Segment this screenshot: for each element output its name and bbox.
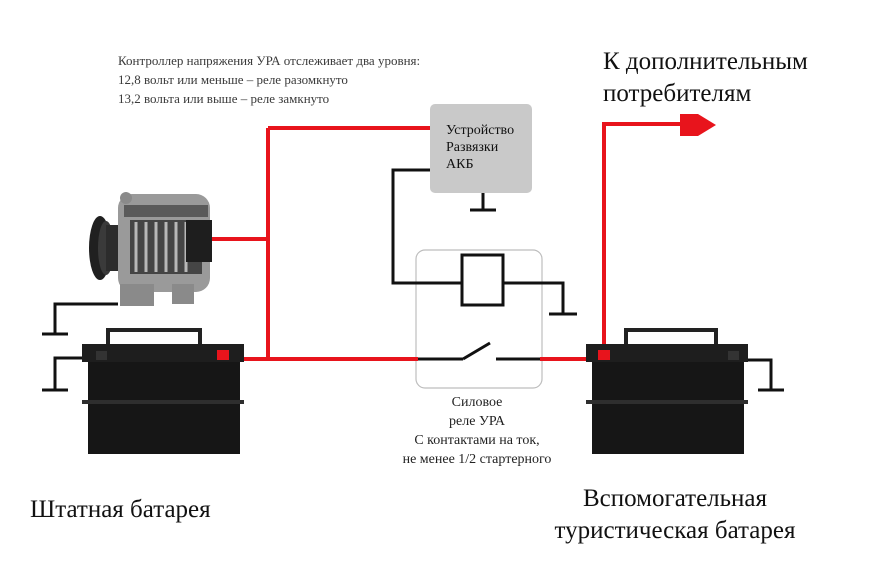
relay-switch-blade: [462, 341, 491, 361]
isolator-line3: АКБ: [446, 157, 474, 172]
aux-battery-label-line2: туристическая батарея: [554, 517, 796, 544]
isolator-line2: Развязки: [446, 140, 499, 155]
relay-caption-line1: Силовое: [451, 395, 503, 410]
alternator: [89, 192, 212, 306]
aux-battery-label-line1: Вспомогательная: [582, 485, 768, 512]
relay-caption: Силовое реле УРА С контактами на ток, не…: [372, 393, 582, 469]
main-battery: [82, 328, 244, 454]
consumers-arrow: [680, 114, 716, 136]
aux-battery: [586, 328, 748, 454]
aux-battery-label: Вспомогательная туристическая батарея: [520, 483, 830, 547]
consumers-label-line2: потребителям: [603, 80, 752, 107]
relay-coil: [460, 253, 505, 307]
relay-frame: [415, 249, 543, 389]
isolator-box-label: Устройство Развязки АКБ: [446, 122, 514, 173]
aux-battery-positive-terminal: [598, 350, 610, 360]
controller-note-line1: Контроллер напряжения УРА отслеживает дв…: [118, 53, 421, 68]
main-battery-label: Штатная батарея: [30, 496, 211, 523]
controller-note-line2: 12,8 вольт или меньше – реле разомкнуто: [118, 72, 348, 87]
alternator-ground: [53, 302, 118, 334]
consumers-label: К дополнительным потребителям: [603, 46, 808, 110]
coil-ground-wire: [503, 281, 565, 314]
aux-battery-ground: [740, 358, 773, 390]
isolator-line1: Устройство: [446, 123, 515, 138]
relay-caption-line3: С контактами на ток,: [414, 433, 540, 448]
relay-caption-line4: не менее 1/2 стартерного: [402, 452, 552, 467]
controller-note-line3: 13,2 вольта или выше – реле замкнуто: [118, 91, 330, 106]
consumers-label-line1: К дополнительным: [603, 48, 808, 75]
main-battery-positive-terminal: [217, 350, 229, 360]
controller-note: Контроллер напряжения УРА отслеживает дв…: [118, 51, 420, 108]
controller-box: [430, 104, 532, 193]
ground-wires: [42, 168, 784, 392]
control-wire: [391, 168, 462, 285]
relay-caption-line2: реле УРА: [449, 414, 505, 429]
